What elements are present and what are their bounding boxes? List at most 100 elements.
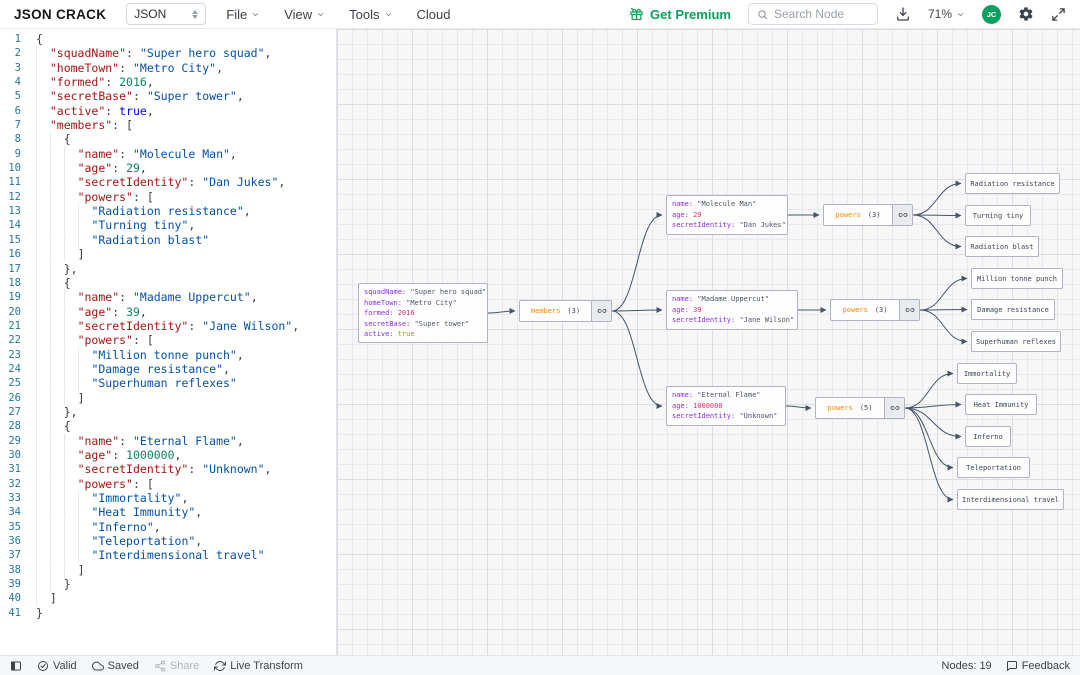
menu-file[interactable]: File	[226, 7, 260, 22]
array-node-count: (3)	[867, 211, 881, 219]
code-line[interactable]: 15 "Radiation blast"	[0, 233, 336, 247]
check-circle-icon	[38, 660, 48, 671]
code-line[interactable]: 4 "formed": 2016,	[0, 75, 336, 89]
code-line[interactable]: 28 {	[0, 419, 336, 433]
graph-node-l4[interactable]: Million tonne punch	[971, 268, 1063, 289]
node-row: formed: 2016	[364, 309, 415, 317]
node-row: age: 1000000	[672, 401, 723, 410]
graph-node-pw3[interactable]: powers(5)	[815, 397, 905, 419]
graph-node-members[interactable]: members(3)	[519, 300, 612, 322]
graph-node-l9[interactable]: Inferno	[965, 426, 1011, 447]
live-transform-toggle[interactable]: Live Transform	[214, 660, 303, 672]
fullscreen-button[interactable]	[1051, 7, 1066, 22]
code-line[interactable]: 22 "powers": [	[0, 333, 336, 347]
graph-node-l7[interactable]: Immortality	[957, 363, 1017, 384]
leaf-node-text: Turning tiny	[972, 211, 1024, 220]
code-line[interactable]: 27 },	[0, 405, 336, 419]
code-line[interactable]: 38 ]	[0, 563, 336, 577]
graph-node-root[interactable]: squadName: "Super hero squad"homeTown: "…	[358, 283, 488, 343]
feedback-button[interactable]: Feedback	[1006, 660, 1070, 672]
graph-node-l6[interactable]: Superhuman reflexes	[971, 331, 1061, 352]
saved-status[interactable]: Saved	[91, 660, 139, 672]
code-line[interactable]: 37 "Interdimensional travel"	[0, 548, 336, 562]
code-line[interactable]: 21 "secretIdentity": "Jane Wilson",	[0, 319, 336, 333]
json-editor-panel[interactable]: 1{2 "squadName": "Super hero squad",3 "h…	[0, 29, 337, 655]
code-line[interactable]: 35 "Inferno",	[0, 520, 336, 534]
code-line[interactable]: 34 "Heat Immunity",	[0, 505, 336, 519]
code-line[interactable]: 17 },	[0, 262, 336, 276]
code-line[interactable]: 7 "members": [	[0, 118, 336, 132]
expand-collapse-button[interactable]	[591, 301, 611, 321]
code-line[interactable]: 41}	[0, 606, 336, 620]
expand-collapse-button[interactable]	[899, 300, 919, 320]
graph-node-l3[interactable]: Radiation blast	[965, 236, 1039, 257]
line-number: 3	[14, 61, 21, 74]
code-line[interactable]: 8 {	[0, 132, 336, 146]
code-line[interactable]: 13 "Radiation resistance",	[0, 204, 336, 218]
graph-node-l8[interactable]: Heat Immunity	[965, 394, 1037, 415]
code-line[interactable]: 32 "powers": [	[0, 477, 336, 491]
code-line[interactable]: 3 "homeTown": "Metro City",	[0, 61, 336, 75]
graph-node-l5[interactable]: Damage resistance	[971, 299, 1055, 320]
valid-status[interactable]: Valid	[37, 660, 77, 672]
line-number: 1	[14, 33, 21, 45]
code-line[interactable]: 29 "name": "Eternal Flame",	[0, 434, 336, 448]
get-premium-button[interactable]: Get Premium	[629, 7, 731, 22]
get-premium-label: Get Premium	[650, 6, 731, 22]
code-line[interactable]: 19 "name": "Madame Uppercut",	[0, 290, 336, 304]
share-button[interactable]: Share	[154, 660, 199, 672]
node-row: age: 39	[672, 305, 702, 314]
search-node-input[interactable]	[774, 7, 869, 21]
menu-view[interactable]: View	[284, 7, 325, 22]
code-line[interactable]: 1{	[0, 32, 336, 46]
graph-node-pw2[interactable]: powers(3)	[830, 299, 920, 321]
code-line[interactable]: 40 ]	[0, 591, 336, 605]
code-line[interactable]: 20 "age": 39,	[0, 305, 336, 319]
code-line[interactable]: 14 "Turning tiny",	[0, 218, 336, 232]
code-line[interactable]: 25 "Superhuman reflexes"	[0, 376, 336, 390]
zoom-control[interactable]: 71%	[928, 7, 965, 21]
code-line[interactable]: 11 "secretIdentity": "Dan Jukes",	[0, 175, 336, 189]
code-line[interactable]: 2 "squadName": "Super hero squad",	[0, 46, 336, 60]
code-line[interactable]: 26 ]	[0, 391, 336, 405]
code-line[interactable]: 5 "secretBase": "Super tower",	[0, 89, 336, 103]
avatar[interactable]: JC	[982, 4, 1001, 24]
top-toolbar: JSON CRACK JSON File View Tools Cloud	[0, 0, 1080, 29]
code-line[interactable]: 12 "powers": [	[0, 190, 336, 204]
settings-button[interactable]	[1018, 6, 1034, 22]
search-node-box[interactable]	[747, 3, 878, 25]
expand-collapse-button[interactable]	[884, 398, 904, 418]
toggle-editor-panel-button[interactable]	[10, 660, 22, 672]
code-line[interactable]: 36 "Teleportation",	[0, 534, 336, 548]
code-line[interactable]: 18 {	[0, 276, 336, 290]
code-line[interactable]: 39 }	[0, 577, 336, 591]
code-line[interactable]: 24 "Damage resistance",	[0, 362, 336, 376]
expand-collapse-button[interactable]	[892, 205, 912, 225]
line-number: 31	[8, 463, 21, 476]
array-node-label: powers	[835, 211, 861, 219]
graph-node-l10[interactable]: Teleportation	[957, 457, 1030, 478]
code-line[interactable]: 16 ]	[0, 247, 336, 261]
graph-node-pw1[interactable]: powers (3)	[823, 204, 913, 226]
code-line[interactable]: 10 "age": 29,	[0, 161, 336, 175]
menu-cloud[interactable]: Cloud	[416, 6, 451, 22]
graph-node-l2[interactable]: Turning tiny	[965, 205, 1031, 226]
code-line[interactable]: 9 "name": "Molecule Man",	[0, 147, 336, 161]
gear-icon	[1019, 7, 1033, 21]
format-select[interactable]: JSON	[126, 3, 207, 25]
code-line[interactable]: 31 "secretIdentity": "Unknown",	[0, 462, 336, 476]
code-line[interactable]: 6 "active": true,	[0, 104, 336, 118]
graph-node-l1[interactable]: Radiation resistance	[965, 173, 1060, 194]
code-line[interactable]: 30 "age": 1000000,	[0, 448, 336, 462]
code-line[interactable]: 33 "Immortality",	[0, 491, 336, 505]
code-line[interactable]: 23 "Million tonne punch",	[0, 348, 336, 362]
line-number: 4	[14, 76, 21, 89]
download-button[interactable]	[895, 6, 911, 22]
graph-panel[interactable]: squadName: "Super hero squad"homeTown: "…	[337, 29, 1080, 655]
array-node-count: (5)	[859, 404, 873, 412]
graph-node-l11[interactable]: Interdimensional travel	[957, 489, 1064, 510]
menu-tools[interactable]: Tools	[349, 7, 392, 22]
